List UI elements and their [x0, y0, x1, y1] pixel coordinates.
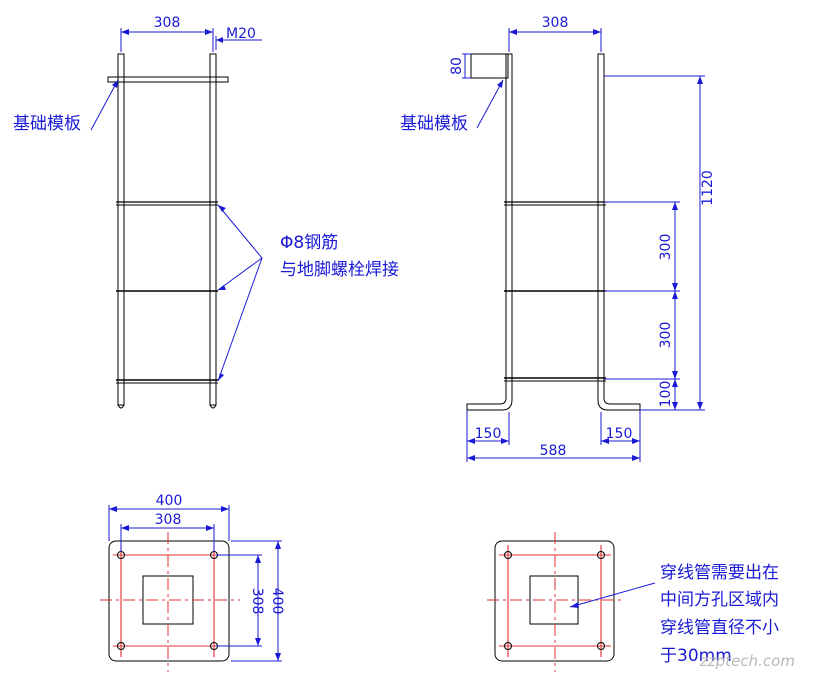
dim-300a-arrow-bottom [672, 283, 678, 291]
plan-dim-400-h: 400 [156, 493, 183, 509]
front-dim-arrow-right [205, 29, 213, 35]
plan-dim-308v-arrow-b [255, 638, 261, 646]
front-template-label: 基础模板 [13, 114, 81, 134]
side-template-plate [470, 53, 509, 79]
dim-100-arrow-bottom [672, 402, 678, 410]
plan-dim-308-v: 308 [249, 588, 265, 615]
dim-300a-arrow-top [672, 202, 678, 210]
front-right-bolt [209, 53, 217, 406]
plan-dim-308-h: 308 [155, 512, 182, 528]
dim-588-arrow-b [632, 455, 640, 461]
dim-1120-arrow-bottom [697, 402, 703, 410]
plan-left-bolt-hole-bl [117, 642, 125, 650]
watermark: zzptech.com [699, 652, 795, 670]
side-dim-1120: 1120 [700, 170, 716, 206]
rebar-arrow-1 [218, 205, 226, 212]
front-left-bolt [117, 53, 125, 406]
conduit-leader [569, 582, 656, 608]
side-left-bolt [466, 53, 513, 411]
conduit-note-line3: 穿线管直径不小 [660, 618, 779, 638]
side-dim-300-2: 300 [658, 322, 674, 349]
side-dim-588: 588 [540, 443, 567, 459]
plan-right-bolt-hole-bl [504, 642, 512, 650]
plan-right-bolt-hole-br [597, 642, 605, 650]
conduit-note-line4: 于30mm [660, 646, 732, 666]
front-dim-arrow-left [121, 29, 129, 35]
rebar-arrow-3 [218, 373, 224, 381]
plan-dim-400v-arrow-b [275, 653, 281, 661]
dim-150-left-arrow-b [501, 438, 509, 444]
side-dim-80: 80 [449, 57, 465, 75]
dim-100-arrow-top [672, 379, 678, 387]
plan-right-bolt-hole-tr [597, 551, 605, 559]
side-template-label: 基础模板 [400, 114, 468, 134]
plan-right-bolt-hole-tl [504, 551, 512, 559]
plan-view-left: 400 308 308 400 [100, 493, 285, 672]
plan-dim-308v-arrow-a [255, 555, 261, 563]
rebar-leader-3 [217, 257, 263, 382]
side-dim-100: 100 [658, 381, 674, 408]
plan-dim-400-v: 400 [269, 588, 285, 615]
m20-arrow [216, 37, 223, 43]
front-right-bolt-end [209, 404, 217, 409]
side-dim-300-1: 300 [658, 234, 674, 261]
plan-dim-308h-arrow-a [121, 525, 129, 531]
rebar-label-line1: Φ8钢筋 [280, 233, 338, 253]
plan-dim-400v-arrow-a [275, 541, 281, 549]
plan-dim-400h-arrow-a [109, 506, 117, 512]
side-dim-arrow-right [593, 29, 601, 35]
side-template-leader [476, 79, 504, 129]
dim-300b-arrow-bottom [672, 371, 678, 379]
rebar-label-line2: 与地脚螺栓焊接 [280, 260, 399, 280]
rebar-leader-1 [217, 204, 263, 259]
dim-150-right-arrow-a [601, 438, 609, 444]
plan-dim-308h-arrow-b [206, 525, 214, 531]
dim-588-arrow-a [467, 455, 475, 461]
side-template-arrow [497, 80, 503, 88]
front-dim-m20: M20 [226, 26, 256, 42]
front-template-leader [90, 79, 119, 131]
dim-1120-arrow-top [697, 76, 703, 84]
dim-150-left-arrow-a [467, 438, 475, 444]
dim-300b-arrow-top [672, 291, 678, 299]
front-left-bolt-end [117, 404, 125, 409]
side-dim-308: 308 [542, 15, 569, 31]
plan-left-plate [108, 540, 230, 662]
front-dim-308: 308 [154, 15, 181, 31]
conduit-note-line2: 中间方孔区域内 [660, 590, 779, 610]
rebar-leader-2 [217, 257, 263, 291]
plan-view-right: 穿线管需要出在 中间方孔区域内 穿线管直径不小 于30mm [487, 532, 779, 672]
side-view: 308 80 基础模板 1120 300 300 100 [400, 15, 716, 462]
conduit-note-line1: 穿线管需要出在 [660, 563, 779, 583]
side-dim-150-left: 150 [475, 426, 502, 442]
side-dim-arrow-left [509, 29, 517, 35]
front-view: 308 M20 基础模板 Φ8钢筋 与地脚螺栓焊接 [13, 15, 399, 409]
side-dim-150-right: 150 [606, 426, 633, 442]
front-template-arrow [112, 80, 118, 88]
plan-dim-400h-arrow-b [221, 506, 229, 512]
rebar-arrow-2 [218, 285, 226, 290]
conduit-leader-arrow [570, 602, 579, 608]
plan-right-square-hole [529, 575, 579, 625]
dim-150-right-arrow-b [632, 438, 640, 444]
side-right-bolt [597, 53, 641, 411]
front-template-plate [107, 76, 229, 83]
